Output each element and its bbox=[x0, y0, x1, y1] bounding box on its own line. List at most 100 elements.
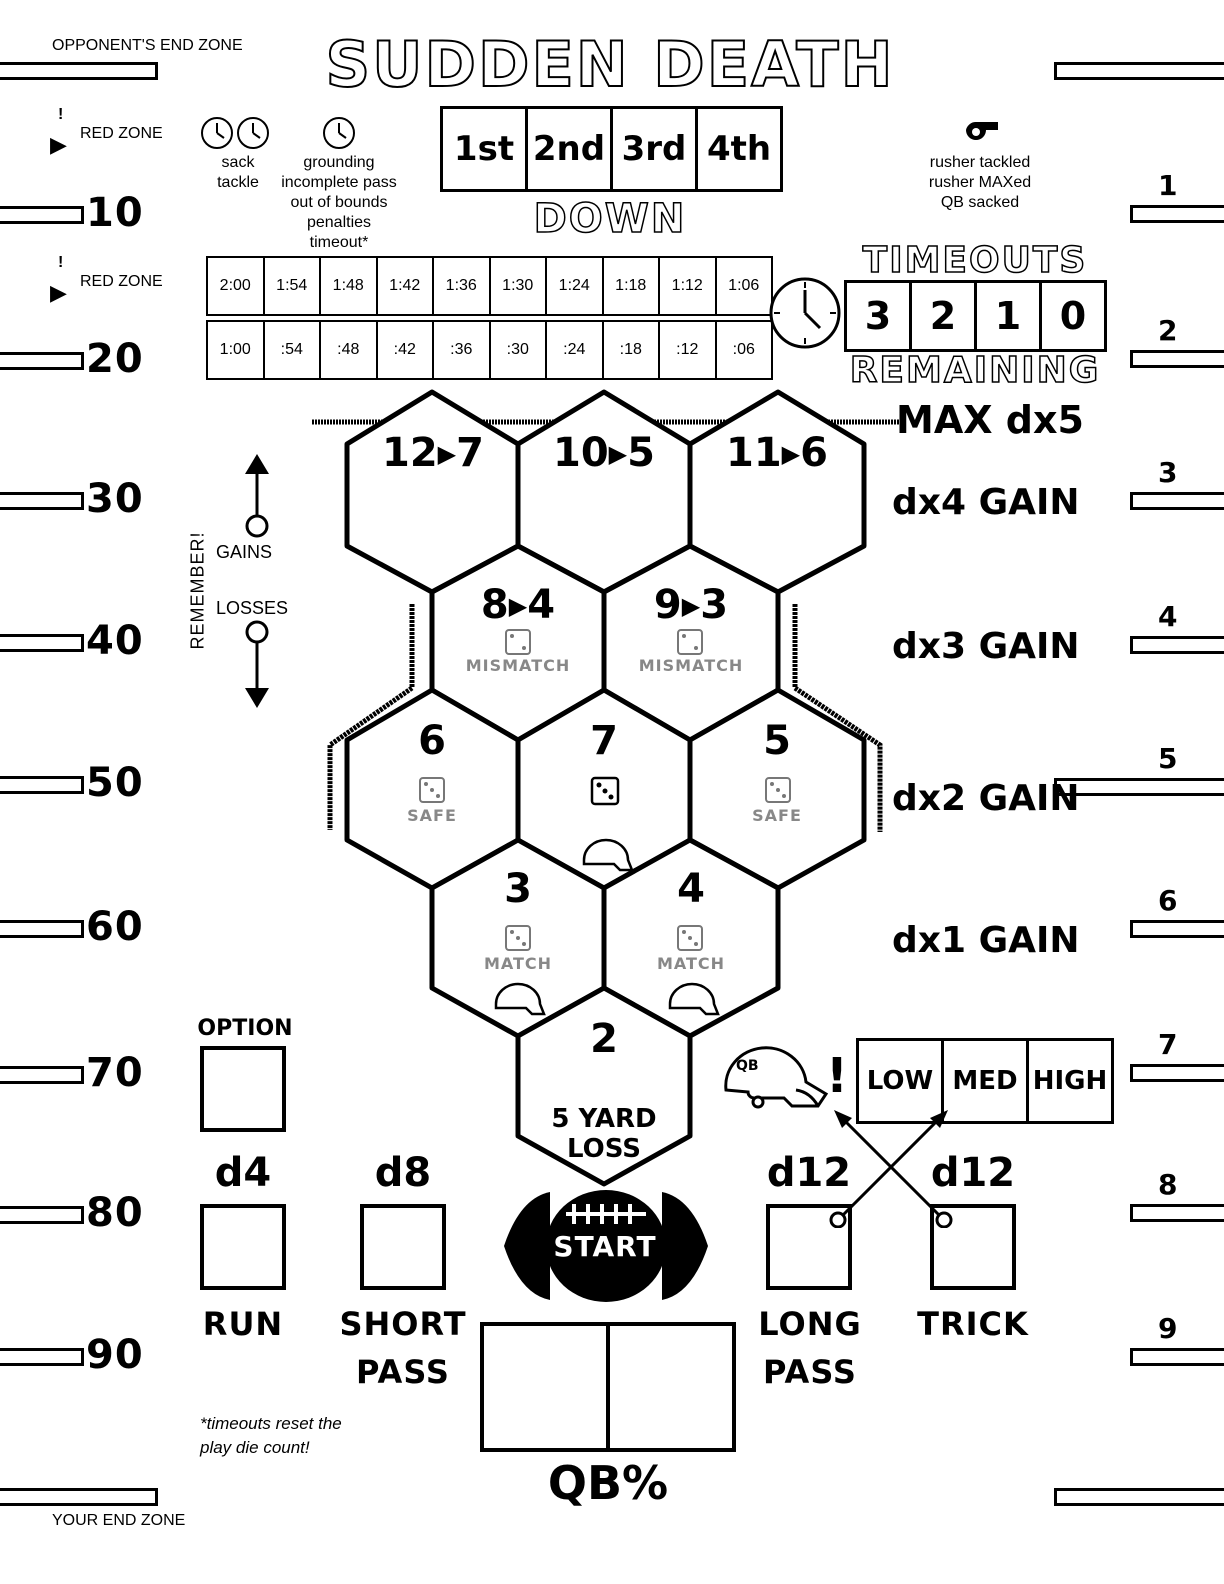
clock-cell[interactable]: 1:54 bbox=[265, 258, 321, 314]
short-pass-box[interactable] bbox=[360, 1204, 446, 1290]
safe-label-right: SAFE bbox=[752, 806, 802, 825]
yard-line-90 bbox=[0, 1348, 84, 1366]
qb-risk-track: LOW MED HIGH bbox=[856, 1038, 1114, 1124]
hex-10-5-label: 10▶5 bbox=[553, 430, 655, 476]
losses-label: LOSSES bbox=[216, 598, 289, 618]
side-rail-left bbox=[327, 604, 415, 830]
clock-cell[interactable]: :06 bbox=[732, 341, 755, 358]
yard-number-10: 10 bbox=[86, 190, 144, 236]
red-zone-marker-2: ! ▶ RED ZONE bbox=[50, 254, 163, 305]
option-label: OPTION bbox=[197, 1016, 293, 1041]
down-2nd[interactable]: 2nd bbox=[528, 109, 613, 189]
right-marker-line-3 bbox=[1130, 492, 1224, 510]
clock-cell[interactable]: :42 bbox=[378, 322, 434, 378]
yard-line-70 bbox=[0, 1066, 84, 1084]
side-rail-right bbox=[792, 604, 883, 832]
down-1st[interactable]: 1st bbox=[443, 109, 528, 189]
play-arrow-icon: ▶ bbox=[50, 280, 67, 305]
right-marker-6: 6 bbox=[1158, 884, 1178, 917]
clock-cell[interactable]: :54 bbox=[265, 322, 321, 378]
risk-high[interactable]: HIGH bbox=[1032, 1066, 1108, 1096]
right-marker-line-4 bbox=[1130, 636, 1224, 654]
clock-cell[interactable]: :18 bbox=[604, 322, 660, 378]
timeout-2[interactable]: 2 bbox=[912, 283, 977, 349]
clock-cell[interactable]: 1:00 bbox=[208, 322, 265, 378]
yard-line-80 bbox=[0, 1206, 84, 1224]
right-marker-5: 5 bbox=[1158, 742, 1178, 775]
down-3rd[interactable]: 3rd bbox=[613, 109, 698, 189]
clock-cell[interactable]: 1:30 bbox=[491, 258, 547, 314]
hex-7-label: 7 bbox=[590, 718, 618, 764]
dx3-gain-label: dx3 GAIN bbox=[892, 626, 1080, 667]
opponent-end-zone-right-line bbox=[1054, 62, 1224, 80]
right-marker-4: 4 bbox=[1158, 600, 1178, 633]
dx2-gain-label: dx2 GAIN bbox=[892, 778, 1080, 819]
remember-label: REMEMBER! bbox=[187, 531, 208, 650]
yard-line-30 bbox=[0, 492, 84, 510]
qb-risk-alert: ! bbox=[826, 1048, 848, 1104]
whistle-label: rusher tackled rusher MAXed QB sacked bbox=[928, 154, 1032, 211]
right-marker-1: 1 bbox=[1158, 169, 1178, 202]
clock-cell[interactable]: :12 bbox=[660, 322, 717, 378]
wall-clock-icon bbox=[769, 277, 841, 349]
dx4-gain-label: dx4 GAIN bbox=[892, 482, 1080, 523]
long-pass-box[interactable] bbox=[766, 1204, 852, 1290]
clock-cell[interactable]: 1:42 bbox=[378, 258, 434, 314]
hex-2-label: 2 bbox=[590, 1016, 618, 1062]
qb-helmet-label: QB bbox=[736, 1058, 759, 1074]
clock-cell[interactable]: :30 bbox=[491, 322, 547, 378]
downs-track: 1st 2nd 3rd 4th bbox=[440, 106, 783, 192]
clock-cell[interactable]: 1:48 bbox=[321, 258, 378, 314]
yard-number-50: 50 bbox=[86, 760, 144, 806]
option-box[interactable] bbox=[200, 1046, 286, 1132]
short-pass-label: SHORT PASS bbox=[339, 1305, 467, 1391]
right-marker-7: 7 bbox=[1158, 1028, 1178, 1061]
qb-percent-box[interactable] bbox=[480, 1322, 736, 1452]
hex-12-7-label: 12▶7 bbox=[382, 430, 484, 476]
clock-cell[interactable]: 1:18 bbox=[604, 258, 660, 314]
game-clock-row-2: 1:00:54:48:42:36:30:24:18:12 :06 bbox=[206, 320, 773, 380]
max-gain-label: MAX dx5 bbox=[896, 398, 1084, 442]
dx1-gain-label: dx1 GAIN bbox=[892, 920, 1080, 961]
timeout-0[interactable]: 0 bbox=[1059, 294, 1087, 338]
right-marker-line-7 bbox=[1130, 1064, 1224, 1082]
timeout-footnote: *timeouts reset the play die count! bbox=[200, 1414, 342, 1457]
down-4th[interactable]: 4th bbox=[706, 129, 772, 169]
yard-number-80: 80 bbox=[86, 1190, 144, 1236]
trick-label: TRICK bbox=[917, 1305, 1029, 1343]
risk-arrows bbox=[829, 1110, 953, 1228]
start-label[interactable]: START bbox=[553, 1230, 657, 1263]
clock-cell[interactable]: 1:12 bbox=[660, 258, 717, 314]
run-die-label: d4 bbox=[214, 1150, 272, 1196]
yard-number-20: 20 bbox=[86, 336, 144, 382]
trick-box[interactable] bbox=[930, 1204, 1016, 1290]
yard-number-70: 70 bbox=[86, 1050, 144, 1096]
safe-label-left: SAFE bbox=[407, 806, 457, 825]
timeouts-title: TIMEOUTS bbox=[862, 239, 1088, 282]
timeout-3[interactable]: 3 bbox=[847, 283, 912, 349]
run-box[interactable] bbox=[200, 1204, 286, 1290]
clock-cell[interactable]: 1:24 bbox=[547, 258, 604, 314]
your-end-zone-line bbox=[0, 1488, 158, 1506]
your-end-zone-label: YOUR END ZONE bbox=[52, 1512, 186, 1529]
clock-cell[interactable]: 1:06 bbox=[728, 277, 760, 294]
qb-percent-tens[interactable] bbox=[484, 1326, 610, 1448]
right-marker-line-8 bbox=[1130, 1204, 1224, 1222]
hex-2[interactable] bbox=[515, 985, 693, 1187]
risk-med[interactable]: MED bbox=[944, 1041, 1029, 1121]
hex-9-3-label: 9▶3 bbox=[653, 582, 729, 628]
opponent-end-zone-label: OPPONENT'S END ZONE bbox=[52, 37, 243, 54]
clock-cell[interactable]: :24 bbox=[547, 322, 604, 378]
play-arrow-icon: ▶ bbox=[50, 132, 67, 157]
qb-percent-ones[interactable] bbox=[610, 1326, 732, 1448]
play-arrow-icon: ▶ bbox=[437, 440, 457, 468]
risk-low[interactable]: LOW bbox=[859, 1041, 944, 1121]
hex-6-label: 6 bbox=[418, 718, 446, 764]
timeout-1[interactable]: 1 bbox=[977, 283, 1042, 349]
clock-cell[interactable]: :36 bbox=[434, 322, 491, 378]
clock-cell[interactable]: 1:36 bbox=[434, 258, 491, 314]
clock-cell[interactable]: 2:00 bbox=[208, 258, 265, 314]
mismatch-label-left: MISMATCH bbox=[465, 656, 571, 675]
clock-cell[interactable]: :48 bbox=[321, 322, 378, 378]
